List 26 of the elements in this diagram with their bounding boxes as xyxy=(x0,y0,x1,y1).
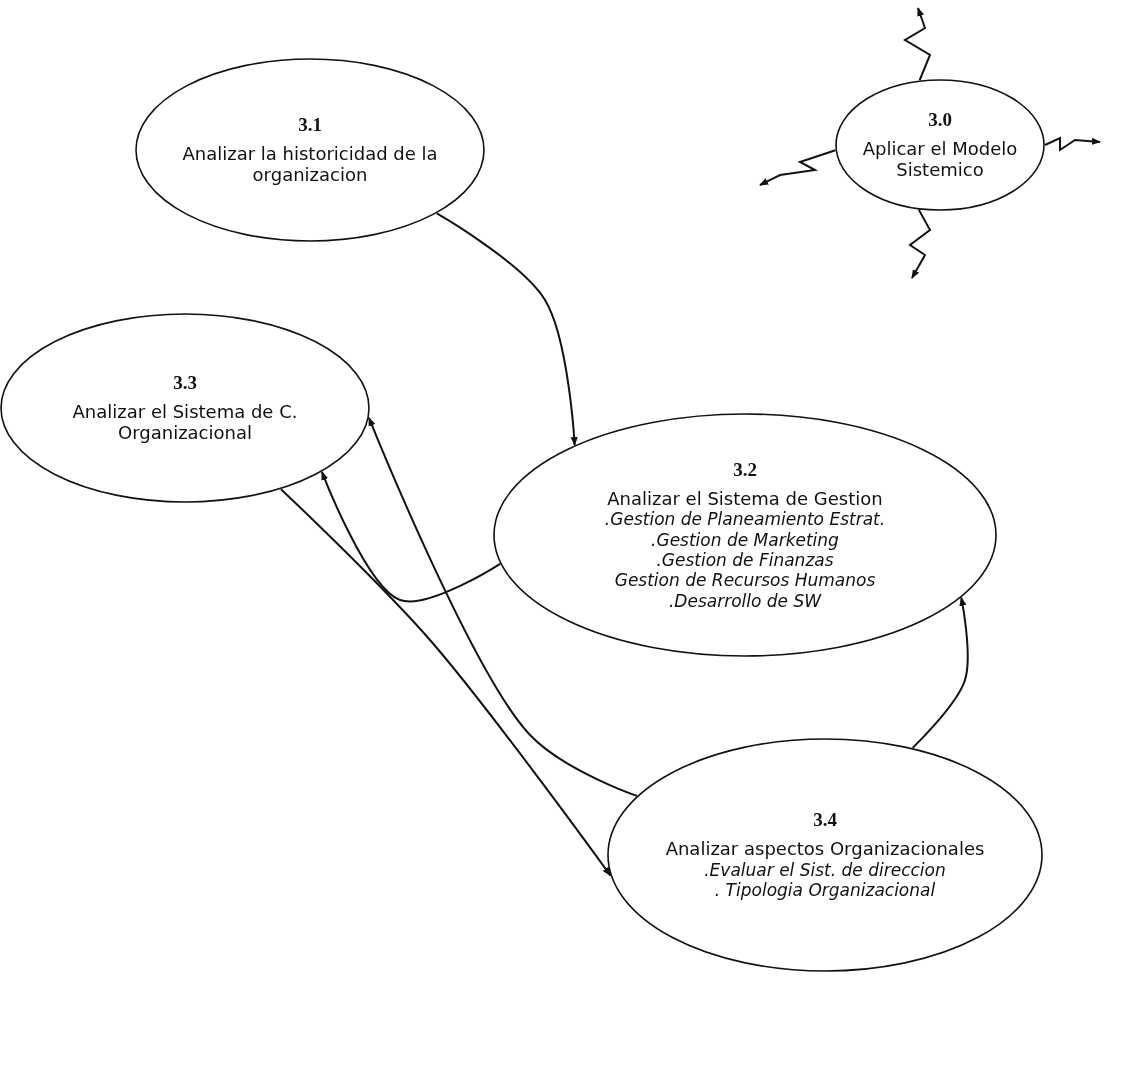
process-number: 3.2 xyxy=(733,458,757,482)
lightning-arrow xyxy=(908,208,932,279)
process-title: Analizar la historicidad de la organizacion xyxy=(181,142,439,186)
arrow xyxy=(279,488,612,877)
process-number: 3.1 xyxy=(298,114,322,137)
sub-item: .Gestion de Planeamiento Estrat. xyxy=(604,509,886,530)
arrow xyxy=(368,416,638,797)
process-number: 3.0 xyxy=(928,109,952,132)
process-title: Analizar el Sistema de C. Organizacional xyxy=(71,400,299,444)
process-title: Analizar aspectos Organizacionales xyxy=(665,838,985,860)
sub-item: .Evaluar el Sist. de direccion xyxy=(704,859,946,881)
process-title: Aplicar el Modelo Sistemico xyxy=(861,137,1019,181)
process-title: Analizar el Sistema de Gestion xyxy=(607,487,883,510)
lightning-arrow xyxy=(759,149,837,186)
sub-item: .Desarrollo de SW xyxy=(668,590,822,612)
arrow xyxy=(435,212,578,447)
lightning-arrow xyxy=(1044,136,1101,152)
arrow xyxy=(911,596,969,749)
sub-item: Gestion de Recursos Humanos xyxy=(614,570,876,591)
process-number: 3.4 xyxy=(813,809,837,833)
sub-item: .Gestion de Marketing xyxy=(651,529,839,550)
lightning-arrow xyxy=(903,7,932,82)
process-number: 3.3 xyxy=(173,372,197,395)
sub-item: . Tipologia Organizacional xyxy=(714,880,936,901)
arrow xyxy=(320,470,502,603)
sub-item: .Gestion de Finanzas xyxy=(656,550,834,571)
